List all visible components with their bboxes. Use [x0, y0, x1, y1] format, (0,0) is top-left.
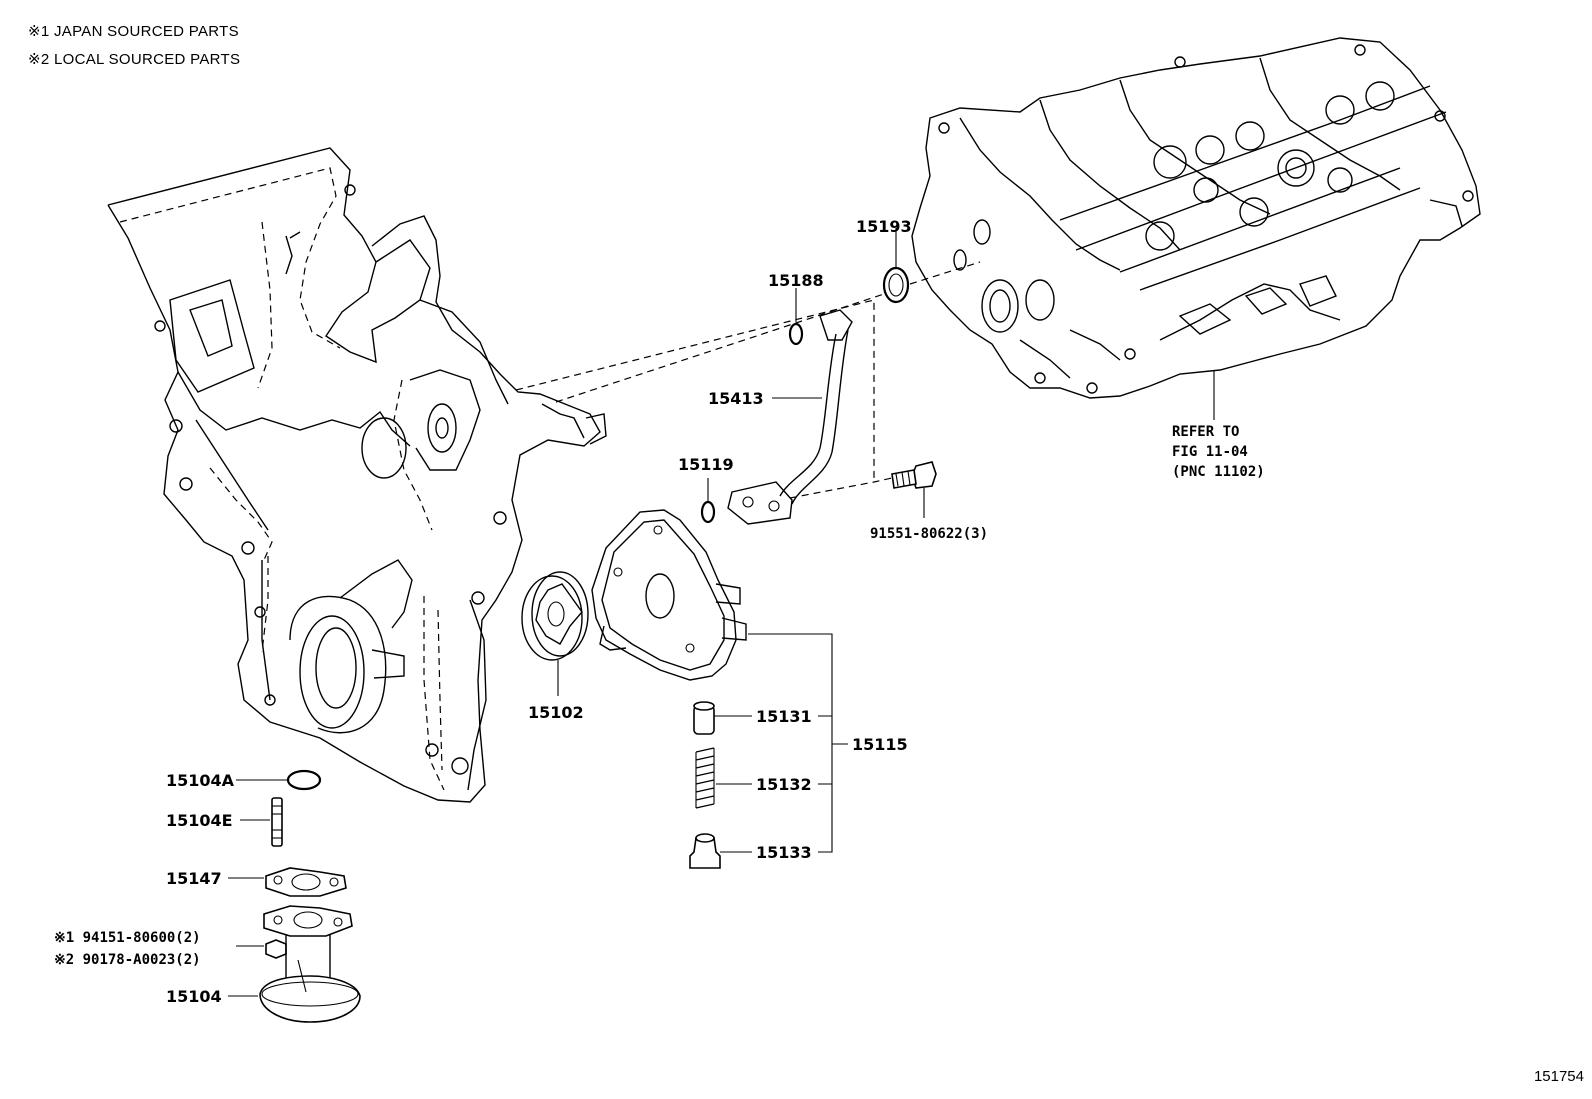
- callout-15104E: 15104E: [166, 811, 233, 830]
- bracket-15115: [748, 633, 848, 853]
- assembly-line-head: [909, 261, 981, 285]
- callout-15102: 15102: [528, 703, 584, 722]
- relief-valve-plug-15131: [693, 701, 715, 735]
- reference-line-2: FIG 11-04: [1172, 444, 1248, 460]
- oil-pipe-15413: [727, 309, 853, 525]
- callout-15147: 15147: [166, 869, 222, 888]
- callout-91551: 91551-80622(3): [870, 526, 988, 542]
- note-japan-sourced: ※1 JAPAN SOURCED PARTS: [28, 23, 239, 40]
- oil-pump-body: [591, 509, 747, 681]
- gasket-15147: [265, 867, 347, 897]
- note-local-sourced: ※2 LOCAL SOURCED PARTS: [28, 51, 241, 68]
- callout-15413: 15413: [708, 389, 764, 408]
- o-ring-15188: [788, 322, 804, 346]
- o-ring-15193: [882, 266, 910, 304]
- reference-line-3: (PNC 11102): [1172, 464, 1265, 480]
- callout-15115: 15115: [852, 735, 908, 754]
- reference-line-1: REFER TO: [1172, 424, 1239, 440]
- bolt-91551: [891, 461, 937, 489]
- callout-15132: 15132: [756, 775, 812, 794]
- callout-15193: 15193: [856, 217, 912, 236]
- callout-15119: 15119: [678, 455, 734, 474]
- timing-cover-illustration: [107, 147, 607, 803]
- relief-valve-spring-15132: [695, 747, 715, 809]
- callout-15131: 15131: [756, 707, 812, 726]
- cylinder-head-illustration: [911, 37, 1481, 399]
- callout-90178: ※2 90178-A0023(2): [54, 952, 201, 968]
- assembly-line-main: [515, 299, 875, 482]
- o-ring-15119: [700, 500, 716, 524]
- assembly-line-bolt: [789, 477, 893, 499]
- callout-15188: 15188: [768, 271, 824, 290]
- oil-pump-rotor-15102: [521, 571, 589, 661]
- assembly-line-upper: [555, 293, 885, 403]
- nut-94151-90178: [265, 939, 287, 959]
- callout-15104A: 15104A: [166, 771, 235, 790]
- oil-strainer-15104: [259, 905, 361, 1023]
- callout-15133: 15133: [756, 843, 812, 862]
- callout-94151: ※1 94151-80600(2): [54, 930, 201, 946]
- callout-15104: 15104: [166, 987, 222, 1006]
- o-ring-15104A: [286, 769, 322, 791]
- stud-15104E: [271, 797, 283, 847]
- figure-number: 151754: [1533, 1068, 1584, 1085]
- relief-valve-plug-15133: [689, 833, 721, 869]
